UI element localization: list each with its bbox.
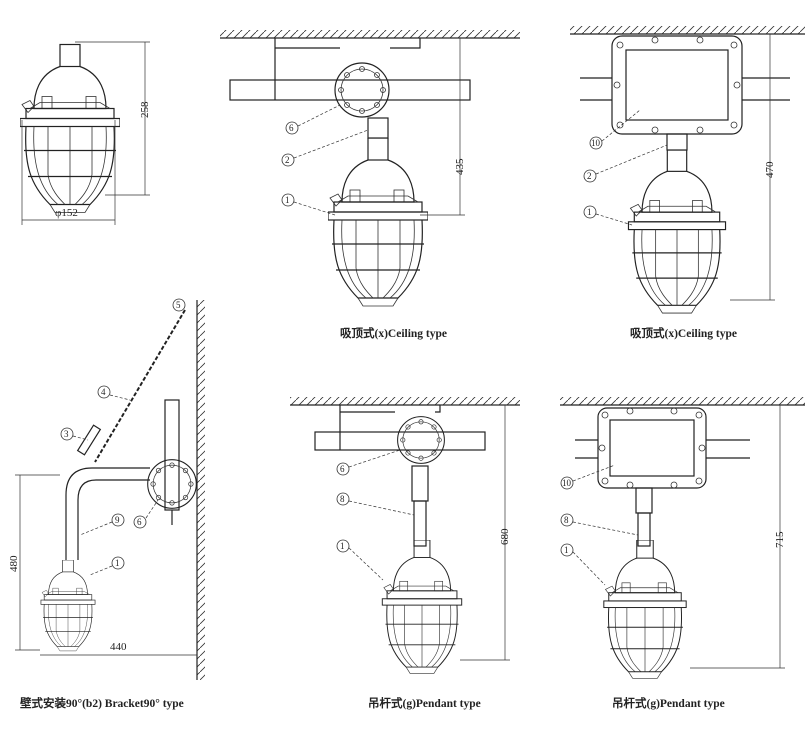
dimension-bracket-length: 440 [110, 641, 127, 653]
part-label-5: 5 [176, 300, 181, 310]
dimension-ceiling-square-height: 470 [764, 161, 776, 178]
part-label-2: 2 [587, 171, 592, 181]
part-label-8: 8 [564, 515, 569, 525]
bracket-type-view: 480 440 5 4 3 9 6 1 壁式安装90°(b2) Bracket9… [8, 298, 205, 710]
caption-ceiling-round: 吸顶式(x)Ceiling type [340, 326, 447, 340]
part-label-6: 6 [137, 517, 142, 527]
part-label-1: 1 [285, 195, 290, 205]
caption-pendant-square: 吊杆式(g)Pendant type [612, 696, 725, 710]
part-label-8: 8 [340, 494, 345, 504]
ceiling-type-square-box-view: 470 10 2 1 吸顶式(x)Ceiling type [570, 26, 805, 340]
pendant-type-round-box-view: 680 6 8 1 吊杆式(g)Pendant type [290, 397, 520, 710]
dimension-lamp-height: 258 [139, 101, 151, 118]
part-label-1: 1 [340, 541, 345, 551]
standalone-lamp-view: 258 φ152 [20, 41, 151, 225]
caption-pendant-round: 吊杆式(g)Pendant type [368, 696, 481, 710]
dimension-pendant-square-height: 715 [774, 531, 786, 548]
part-label-9: 9 [115, 515, 120, 525]
part-label-2: 2 [285, 155, 290, 165]
part-label-1: 1 [115, 558, 120, 568]
pendant-type-square-box-view: 715 10 8 1 吊杆式(g)Pendant type [560, 397, 805, 710]
part-label-3: 3 [64, 429, 69, 439]
caption-ceiling-square: 吸顶式(x)Ceiling type [630, 326, 737, 340]
part-label-6: 6 [340, 464, 345, 474]
part-label-4: 4 [101, 387, 106, 397]
dimension-lamp-diameter: φ152 [55, 207, 78, 219]
part-label-6: 6 [289, 123, 294, 133]
part-label-1: 1 [587, 207, 592, 217]
part-label-10: 10 [562, 478, 572, 488]
dimension-bracket-height: 480 [8, 555, 20, 572]
part-label-10: 10 [591, 138, 601, 148]
dimension-pendant-round-height: 680 [499, 528, 511, 545]
dimension-ceiling-round-height: 435 [454, 158, 466, 175]
part-label-1: 1 [564, 545, 569, 555]
caption-bracket: 壁式安装90°(b2) Bracket90° type [20, 696, 184, 710]
ceiling-type-round-box-view: 435 6 2 1 吸顶式(x)Ceiling type [220, 30, 520, 340]
